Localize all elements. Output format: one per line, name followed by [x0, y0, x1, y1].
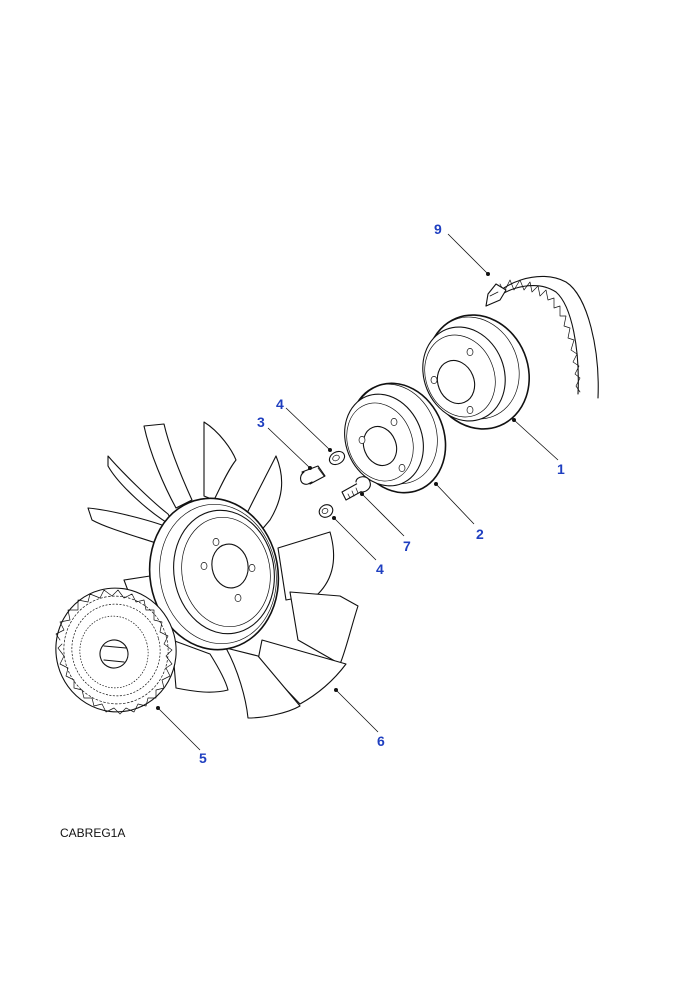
pulley-front [344, 382, 447, 494]
callout-5: 5 [199, 750, 207, 766]
fan-hub [148, 497, 280, 651]
callout-4-lower: 4 [376, 561, 384, 577]
callout-1: 1 [557, 461, 565, 477]
washer-lower [318, 504, 334, 518]
fan-blades [87, 421, 359, 719]
drive-belt [485, 275, 599, 399]
callout-6: 6 [377, 733, 385, 749]
callout-3: 3 [257, 414, 265, 430]
bolt-short [299, 465, 326, 485]
viscous-coupling [55, 587, 177, 715]
callout-9: 9 [434, 221, 442, 237]
leader-lines [156, 233, 559, 751]
callout-7: 7 [403, 538, 411, 554]
washer-upper [328, 450, 346, 466]
bolt-long [341, 476, 371, 501]
figure-reference-code: CABREG1A [60, 826, 126, 840]
pulley-rear [422, 314, 530, 430]
callout-2: 2 [476, 526, 484, 542]
callout-4-upper: 4 [276, 396, 284, 412]
